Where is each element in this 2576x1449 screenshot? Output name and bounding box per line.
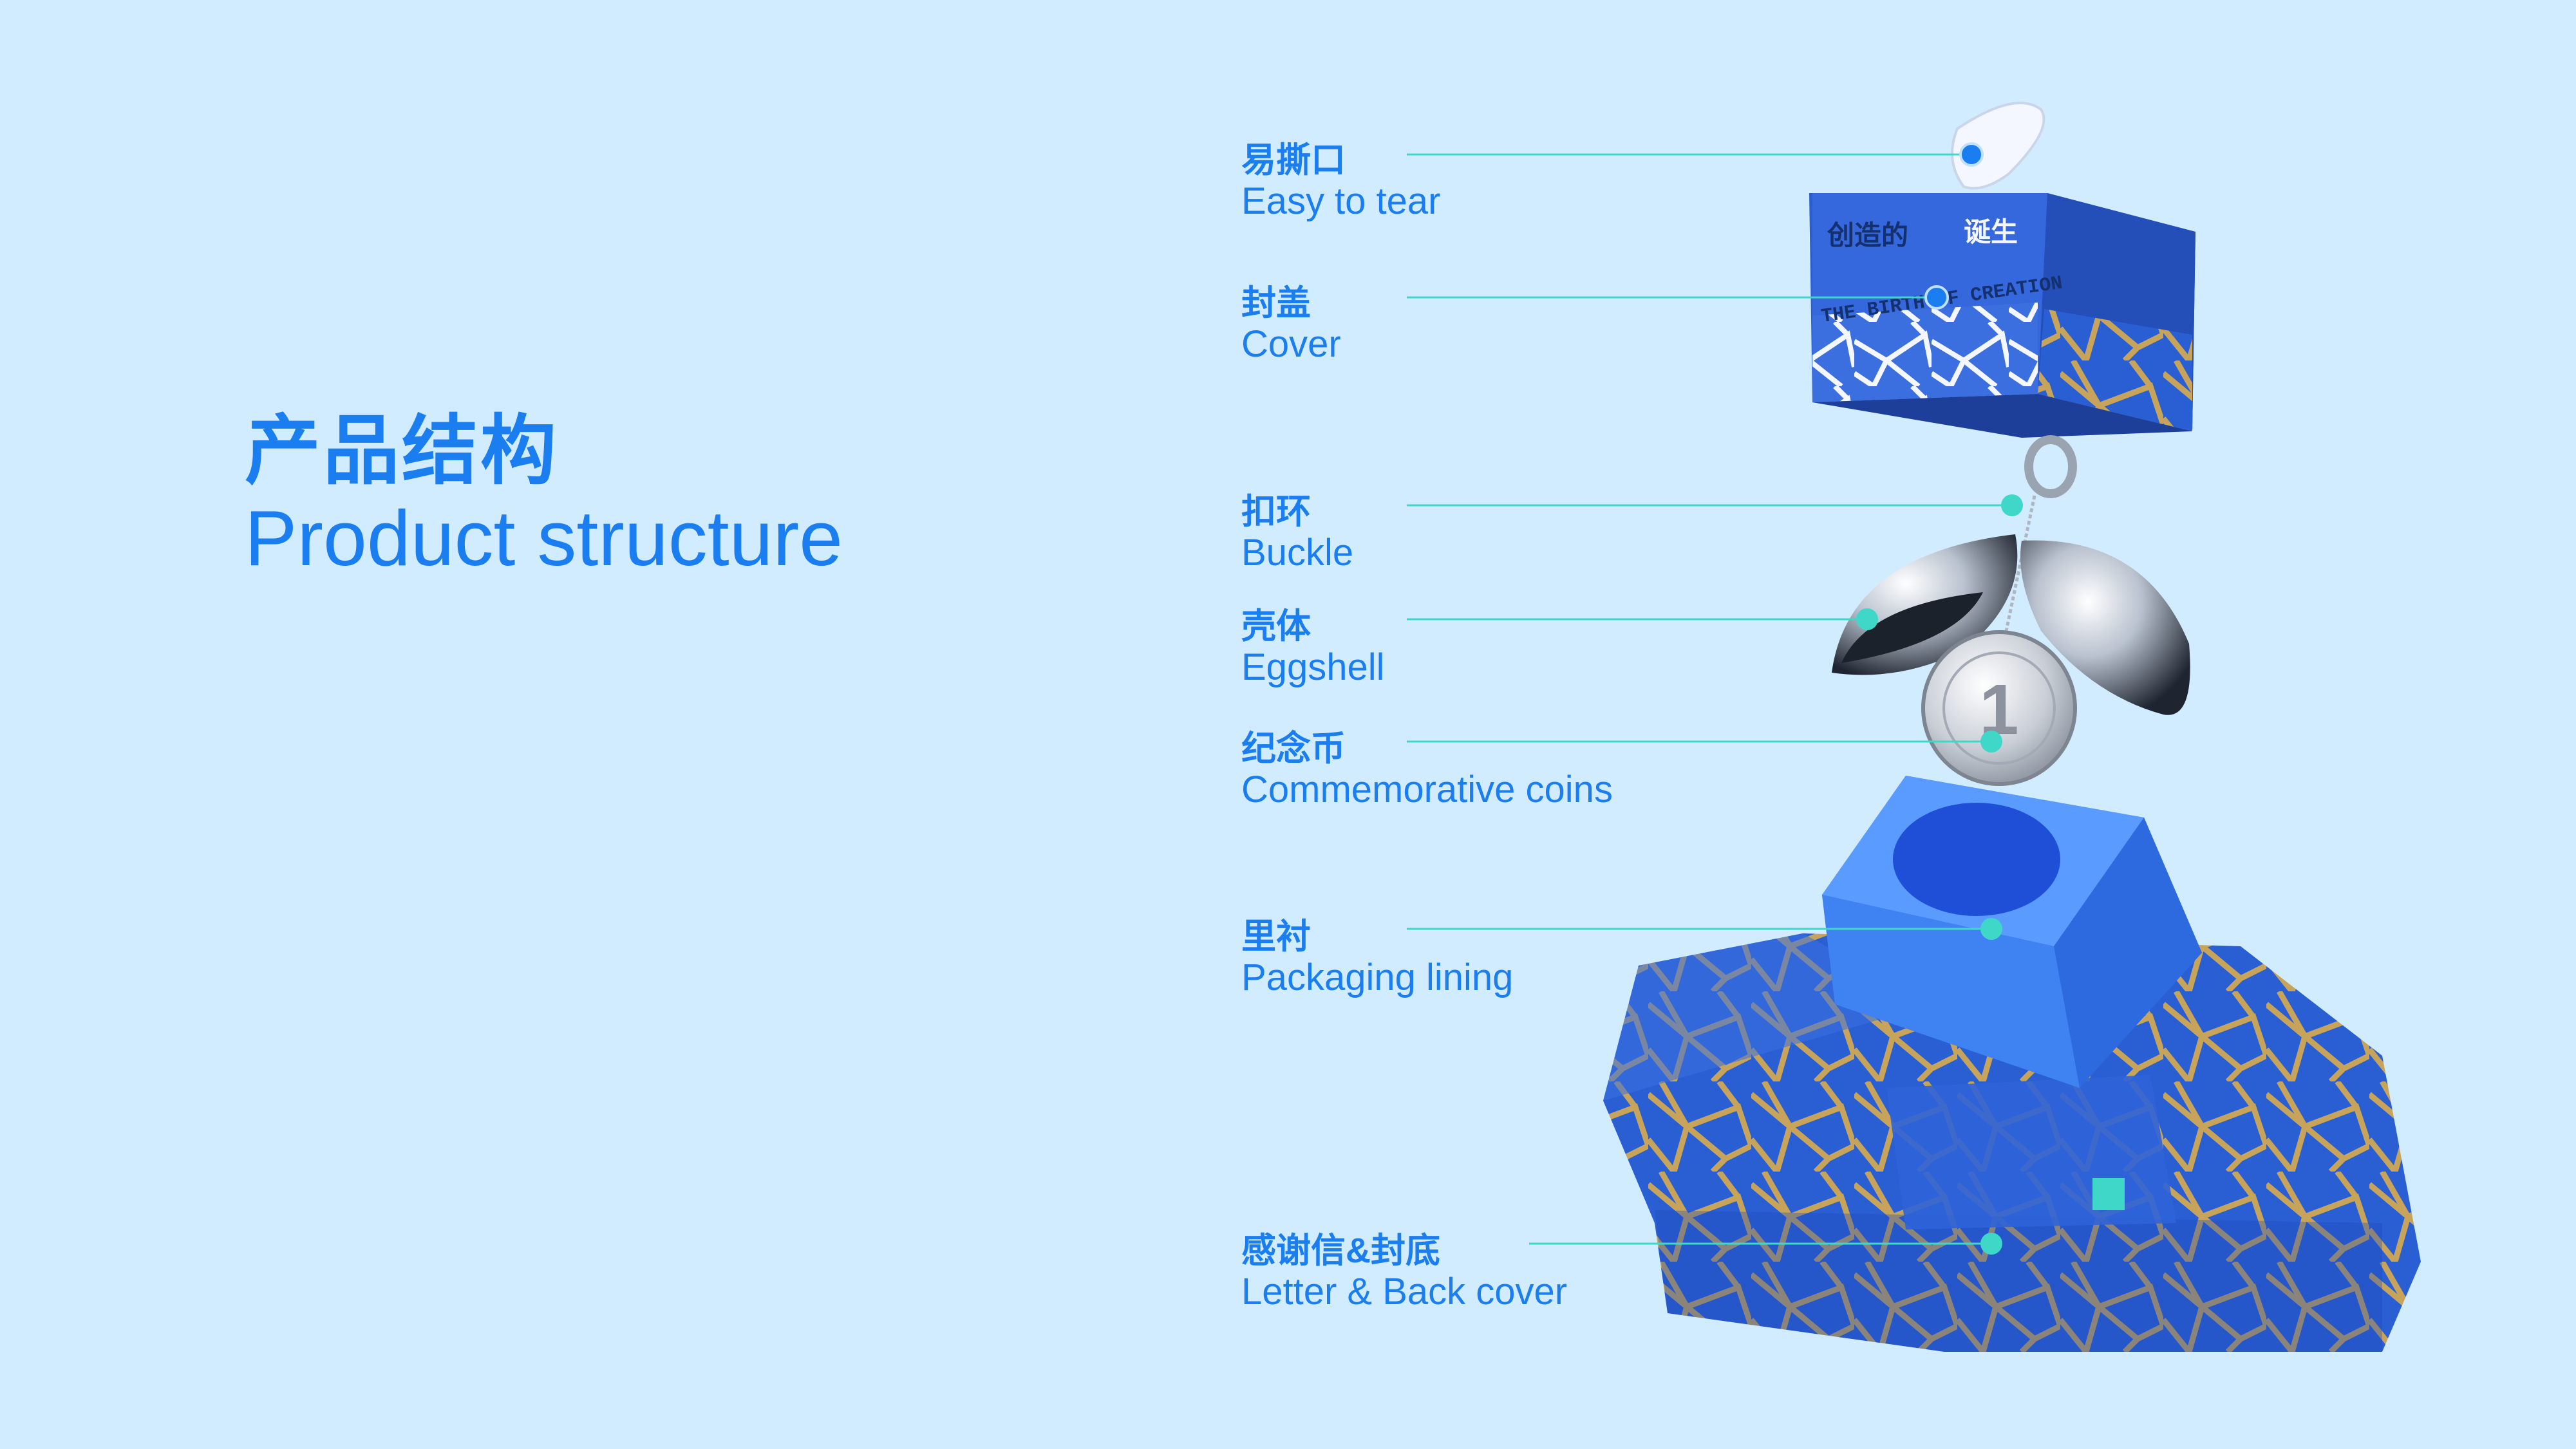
label-letter-back-cover: 感谢信&封底 Letter & Back cover bbox=[1241, 1231, 1567, 1314]
label-buckle: 扣环 Buckle bbox=[1241, 492, 1353, 575]
label-cn: 扣环 bbox=[1241, 492, 1311, 531]
cover-print-cn-left: 创造的 bbox=[1827, 220, 1908, 250]
label-en: Letter & Back cover bbox=[1241, 1271, 1568, 1313]
label-en: Eggshell bbox=[1241, 646, 1385, 689]
heading-en: Product structure bbox=[245, 494, 843, 582]
label-easy-to-tear: 易撕口 Easy to tear bbox=[1241, 140, 1440, 223]
slide-heading: 产品结构 Product structure bbox=[245, 409, 843, 582]
packaging-lining bbox=[1822, 776, 2202, 1088]
label-cn: 里衬 bbox=[1241, 917, 1311, 956]
label-en: Packaging lining bbox=[1241, 957, 1514, 999]
label-cn: 感谢信&封底 bbox=[1241, 1231, 1440, 1270]
label-eggshell: 壳体 Eggshell bbox=[1241, 606, 1384, 689]
label-cover: 封盖 Cover bbox=[1241, 283, 1341, 366]
label-en: Buckle bbox=[1241, 532, 1354, 574]
commemorative-coin: 1 bbox=[1921, 630, 2077, 786]
label-en: Commemorative coins bbox=[1241, 769, 1613, 811]
label-cn: 壳体 bbox=[1241, 607, 1311, 646]
easy-tear-tab bbox=[1951, 102, 2045, 190]
leader-lines bbox=[1407, 142, 2023, 1255]
label-cn: 纪念币 bbox=[1241, 729, 1346, 768]
label-packaging-lining: 里衬 Packaging lining bbox=[1241, 917, 1513, 1000]
heading-cn: 产品结构 bbox=[245, 409, 559, 494]
label-cn: 封盖 bbox=[1241, 284, 1311, 323]
buckle-ring bbox=[2004, 435, 2077, 635]
cover-print-cn-right: 诞生 bbox=[1964, 217, 2018, 247]
back-cover-base bbox=[1603, 933, 2421, 1352]
label-en: Easy to tear bbox=[1241, 180, 1441, 223]
label-cn: 易撕口 bbox=[1241, 141, 1346, 180]
label-en: Cover bbox=[1241, 323, 1341, 366]
label-commemorative-coins: 纪念币 Commemorative coins bbox=[1241, 729, 1613, 812]
cover-box: 创造的 诞生 THE BIRTH OF CREATION bbox=[1809, 193, 2195, 438]
